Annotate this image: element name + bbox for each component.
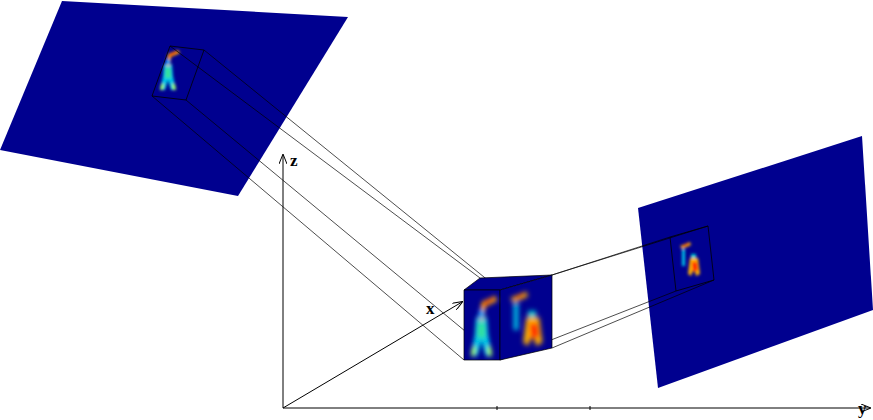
projection-lines <box>152 46 714 360</box>
image-plane <box>0 1 348 196</box>
axis-label: z <box>290 152 298 169</box>
axis-label: x <box>426 300 435 317</box>
heatmap-figure <box>680 242 700 276</box>
axes <box>283 155 870 410</box>
axis-label: y <box>858 400 867 417</box>
heatmap-figure <box>160 50 180 90</box>
image-plane <box>638 136 873 388</box>
crop-box <box>152 46 204 100</box>
volume-cube <box>464 275 552 360</box>
